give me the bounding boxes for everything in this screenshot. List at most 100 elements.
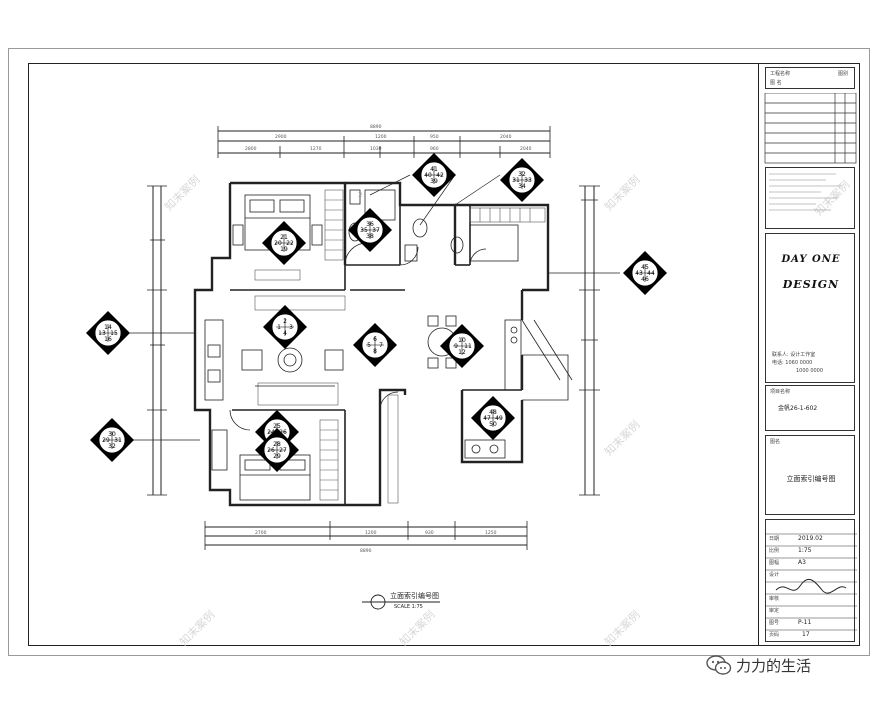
marker-number: 1 [277, 324, 281, 331]
marker-number: 7 [379, 342, 383, 349]
marker-number: 15 [110, 330, 118, 337]
svg-text:1200: 1200 [375, 134, 387, 140]
marker-number: 26 [267, 447, 275, 454]
marker-number: 47 [483, 415, 491, 422]
tb-notes [765, 167, 855, 229]
marker-number: 27 [279, 447, 287, 454]
tb-drawing-title: 立面索引编号图 [786, 475, 836, 483]
marker-number: 39 [430, 178, 438, 185]
svg-text:930: 930 [425, 530, 434, 536]
marker-number: 29 [102, 437, 110, 444]
svg-text:2040: 2040 [520, 146, 532, 152]
drawing-frame [28, 63, 860, 646]
marker-number: 31 [114, 437, 122, 444]
marker-number: 4 [283, 330, 287, 337]
svg-text:8890: 8890 [360, 548, 372, 554]
marker-number: 29 [273, 453, 281, 460]
marker-number: 48 [489, 409, 497, 416]
marker-number: 31 [512, 177, 520, 184]
tb-notes-lines [769, 173, 841, 211]
svg-text:1200: 1200 [365, 530, 377, 536]
tb-company: DAY ONE DESIGN 联系人: 设计工作室 电话: 1060 0000 … [765, 233, 855, 383]
tb-project: 项目名称 金帆26-1-602 [765, 385, 855, 431]
marker-number: 21 [280, 234, 288, 241]
marker-number: 44 [647, 270, 655, 277]
marker-number: 8 [373, 348, 377, 355]
marker-number: 38 [366, 233, 374, 240]
svg-text:1270: 1270 [310, 146, 322, 152]
marker-number: 25 [273, 423, 281, 430]
marker-number: 13 [98, 330, 106, 337]
tb-title: 图名 立面索引编号图 [765, 435, 855, 515]
marker-number: 40 [424, 172, 432, 179]
svg-text:2800: 2800 [245, 146, 257, 152]
marker-number: 35 [360, 227, 368, 234]
tb-meta-grid [766, 533, 857, 631]
marker-number: 3 [289, 324, 293, 331]
elevation-marker: 67 58 [353, 323, 397, 367]
svg-text:1030: 1030 [370, 146, 382, 152]
marker-number: 26 [279, 429, 287, 436]
marker-number: 28 [273, 441, 281, 448]
room-label: 卫 [358, 192, 362, 197]
marker-number: 6 [373, 336, 377, 343]
marker-number: 34 [518, 183, 526, 190]
marker-number: 33 [524, 177, 532, 184]
svg-text:2040: 2040 [500, 134, 512, 140]
drawing-sheet [8, 48, 870, 656]
marker-number: 30 [108, 431, 116, 438]
marker-number: 11 [464, 343, 472, 350]
svg-text:2700: 2700 [255, 530, 267, 536]
title-block: 工程名称 图 名 图别 DAY ONE DESIGN 联系人: 设计工作室 电话… [758, 63, 860, 646]
marker-number: 19 [280, 246, 288, 253]
tb-grid [764, 93, 857, 164]
marker-number: 50 [489, 421, 497, 428]
marker-number: 49 [495, 415, 503, 422]
marker-number: 16 [104, 336, 112, 343]
drawing-caption: 立面索引编号图 [390, 592, 439, 600]
marker-number: 37 [372, 227, 380, 234]
marker-number: 42 [436, 172, 444, 179]
svg-text:950: 950 [430, 134, 439, 140]
elevation-marker: 23 14 [263, 305, 307, 349]
svg-text:2900: 2900 [275, 134, 287, 140]
drawing-scale: SCALE 1:75 [394, 604, 423, 610]
marker-number: 46 [641, 276, 649, 283]
marker-number: 14 [104, 324, 112, 331]
wechat-account-name: 力力的生活 [736, 656, 812, 675]
svg-text:8890: 8890 [370, 124, 382, 130]
marker-number: 5 [367, 342, 371, 349]
svg-text:1250: 1250 [485, 530, 497, 536]
wechat-icon [706, 655, 732, 675]
marker-number: 36 [366, 221, 374, 228]
tb-header: 工程名称 图 名 图别 [765, 67, 855, 89]
marker-number: 2 [283, 318, 287, 325]
svg-text:960: 960 [430, 146, 439, 152]
marker-number: 24 [267, 429, 275, 436]
elevation-markers: 2122201936373538414240393233313445444346… [86, 153, 667, 472]
marker-number: 41 [430, 166, 438, 173]
marker-number: 43 [635, 270, 643, 277]
marker-number: 12 [458, 349, 466, 356]
marker-number: 32 [518, 171, 526, 178]
marker-number: 32 [108, 443, 116, 450]
tb-meta: 日期 2019.02 比例 1:75 图幅 A3 设计 审核 审定 图号 P-1… [765, 519, 857, 642]
company-logo-line-2: DESIGN [782, 278, 840, 291]
marker-number: 10 [458, 337, 466, 344]
marker-number: 45 [641, 264, 649, 271]
company-logo-line-1: DAY ONE [781, 254, 841, 265]
marker-number: 22 [286, 240, 294, 247]
marker-number: 20 [274, 240, 282, 247]
wechat-attribution: 力力的生活 [706, 652, 811, 678]
